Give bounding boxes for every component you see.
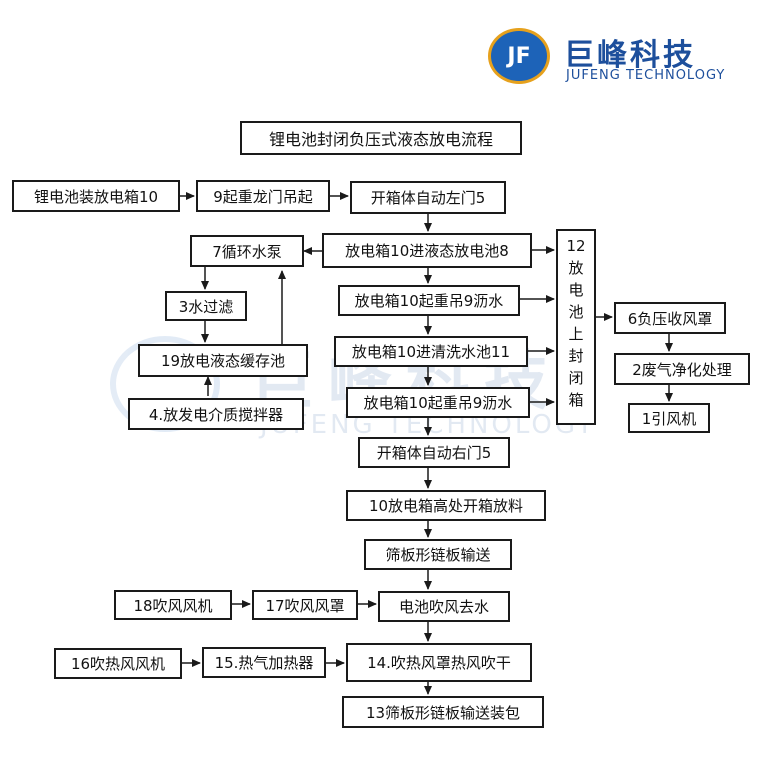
node-blower-fan: 18吹风风机: [114, 590, 232, 620]
node-into-liquid-pool: 放电箱10进液态放电池8: [322, 233, 532, 268]
logo-english-name: JUFENG TECHNOLOGY: [566, 68, 726, 83]
logo-mark-text: JF: [507, 43, 531, 69]
logo-chinese-name: 巨峰科技: [564, 38, 696, 73]
company-logo: JF 巨峰科技 JUFENG TECHNOLOGY: [488, 22, 748, 92]
sealed-box-char: 上: [568, 325, 584, 343]
sealed-box-char: 12: [566, 237, 586, 255]
sealed-box-char: 放: [568, 259, 584, 277]
sealed-box-char: 封: [568, 347, 584, 365]
diagram-title: 锂电池封闭负压式液态放电流程: [240, 121, 522, 155]
node-buffer-tank: 19放电液态缓存池: [138, 344, 308, 377]
node-water-filter: 3水过滤: [165, 291, 247, 321]
node-sieve-conveyor: 筛板形链板输送: [364, 539, 512, 570]
node-blow-dry-water: 电池吹风去水: [378, 591, 510, 622]
logo-emblem-icon: JF: [488, 28, 550, 84]
node-induced-draft-fan: 1引风机: [628, 403, 710, 433]
node-drain-after-wash: 放电箱10起重吊9沥水: [346, 387, 530, 418]
node-circulating-pump: 7循环水泵: [190, 235, 304, 267]
node-blower-hood: 17吹风风罩: [252, 590, 358, 620]
node-into-wash-pool: 放电箱10进清洗水池11: [334, 336, 528, 367]
node-hot-air-fan: 16吹热风风机: [54, 648, 182, 679]
node-sealed-box: 12 放 电 池 上 封 闭 箱: [556, 229, 596, 425]
node-drain-after-pool: 放电箱10起重吊9沥水: [338, 285, 520, 316]
node-medium-mixer: 4.放发电介质搅拌器: [128, 398, 304, 430]
node-negative-pressure-hood: 6负压收风罩: [614, 302, 726, 334]
node-hot-air-heater: 15.热气加热器: [202, 647, 326, 678]
node-hot-air-drying: 14.吹热风罩热风吹干: [346, 643, 532, 682]
sealed-box-char: 闭: [568, 369, 584, 387]
sealed-box-char: 池: [568, 303, 584, 321]
node-conveyor-packing: 13筛板形链板输送装包: [342, 696, 544, 728]
node-waste-gas-purify: 2废气净化处理: [614, 353, 750, 385]
node-gantry-crane-lift: 9起重龙门吊起: [196, 180, 330, 212]
node-load-discharge-box: 锂电池装放电箱10: [12, 180, 180, 212]
node-high-unload: 10放电箱高处开箱放料: [346, 490, 546, 521]
sealed-box-char: 电: [568, 281, 584, 299]
sealed-box-char: 箱: [568, 391, 584, 409]
node-auto-right-door: 开箱体自动右门5: [358, 437, 510, 468]
node-auto-left-door: 开箱体自动左门5: [350, 181, 506, 214]
